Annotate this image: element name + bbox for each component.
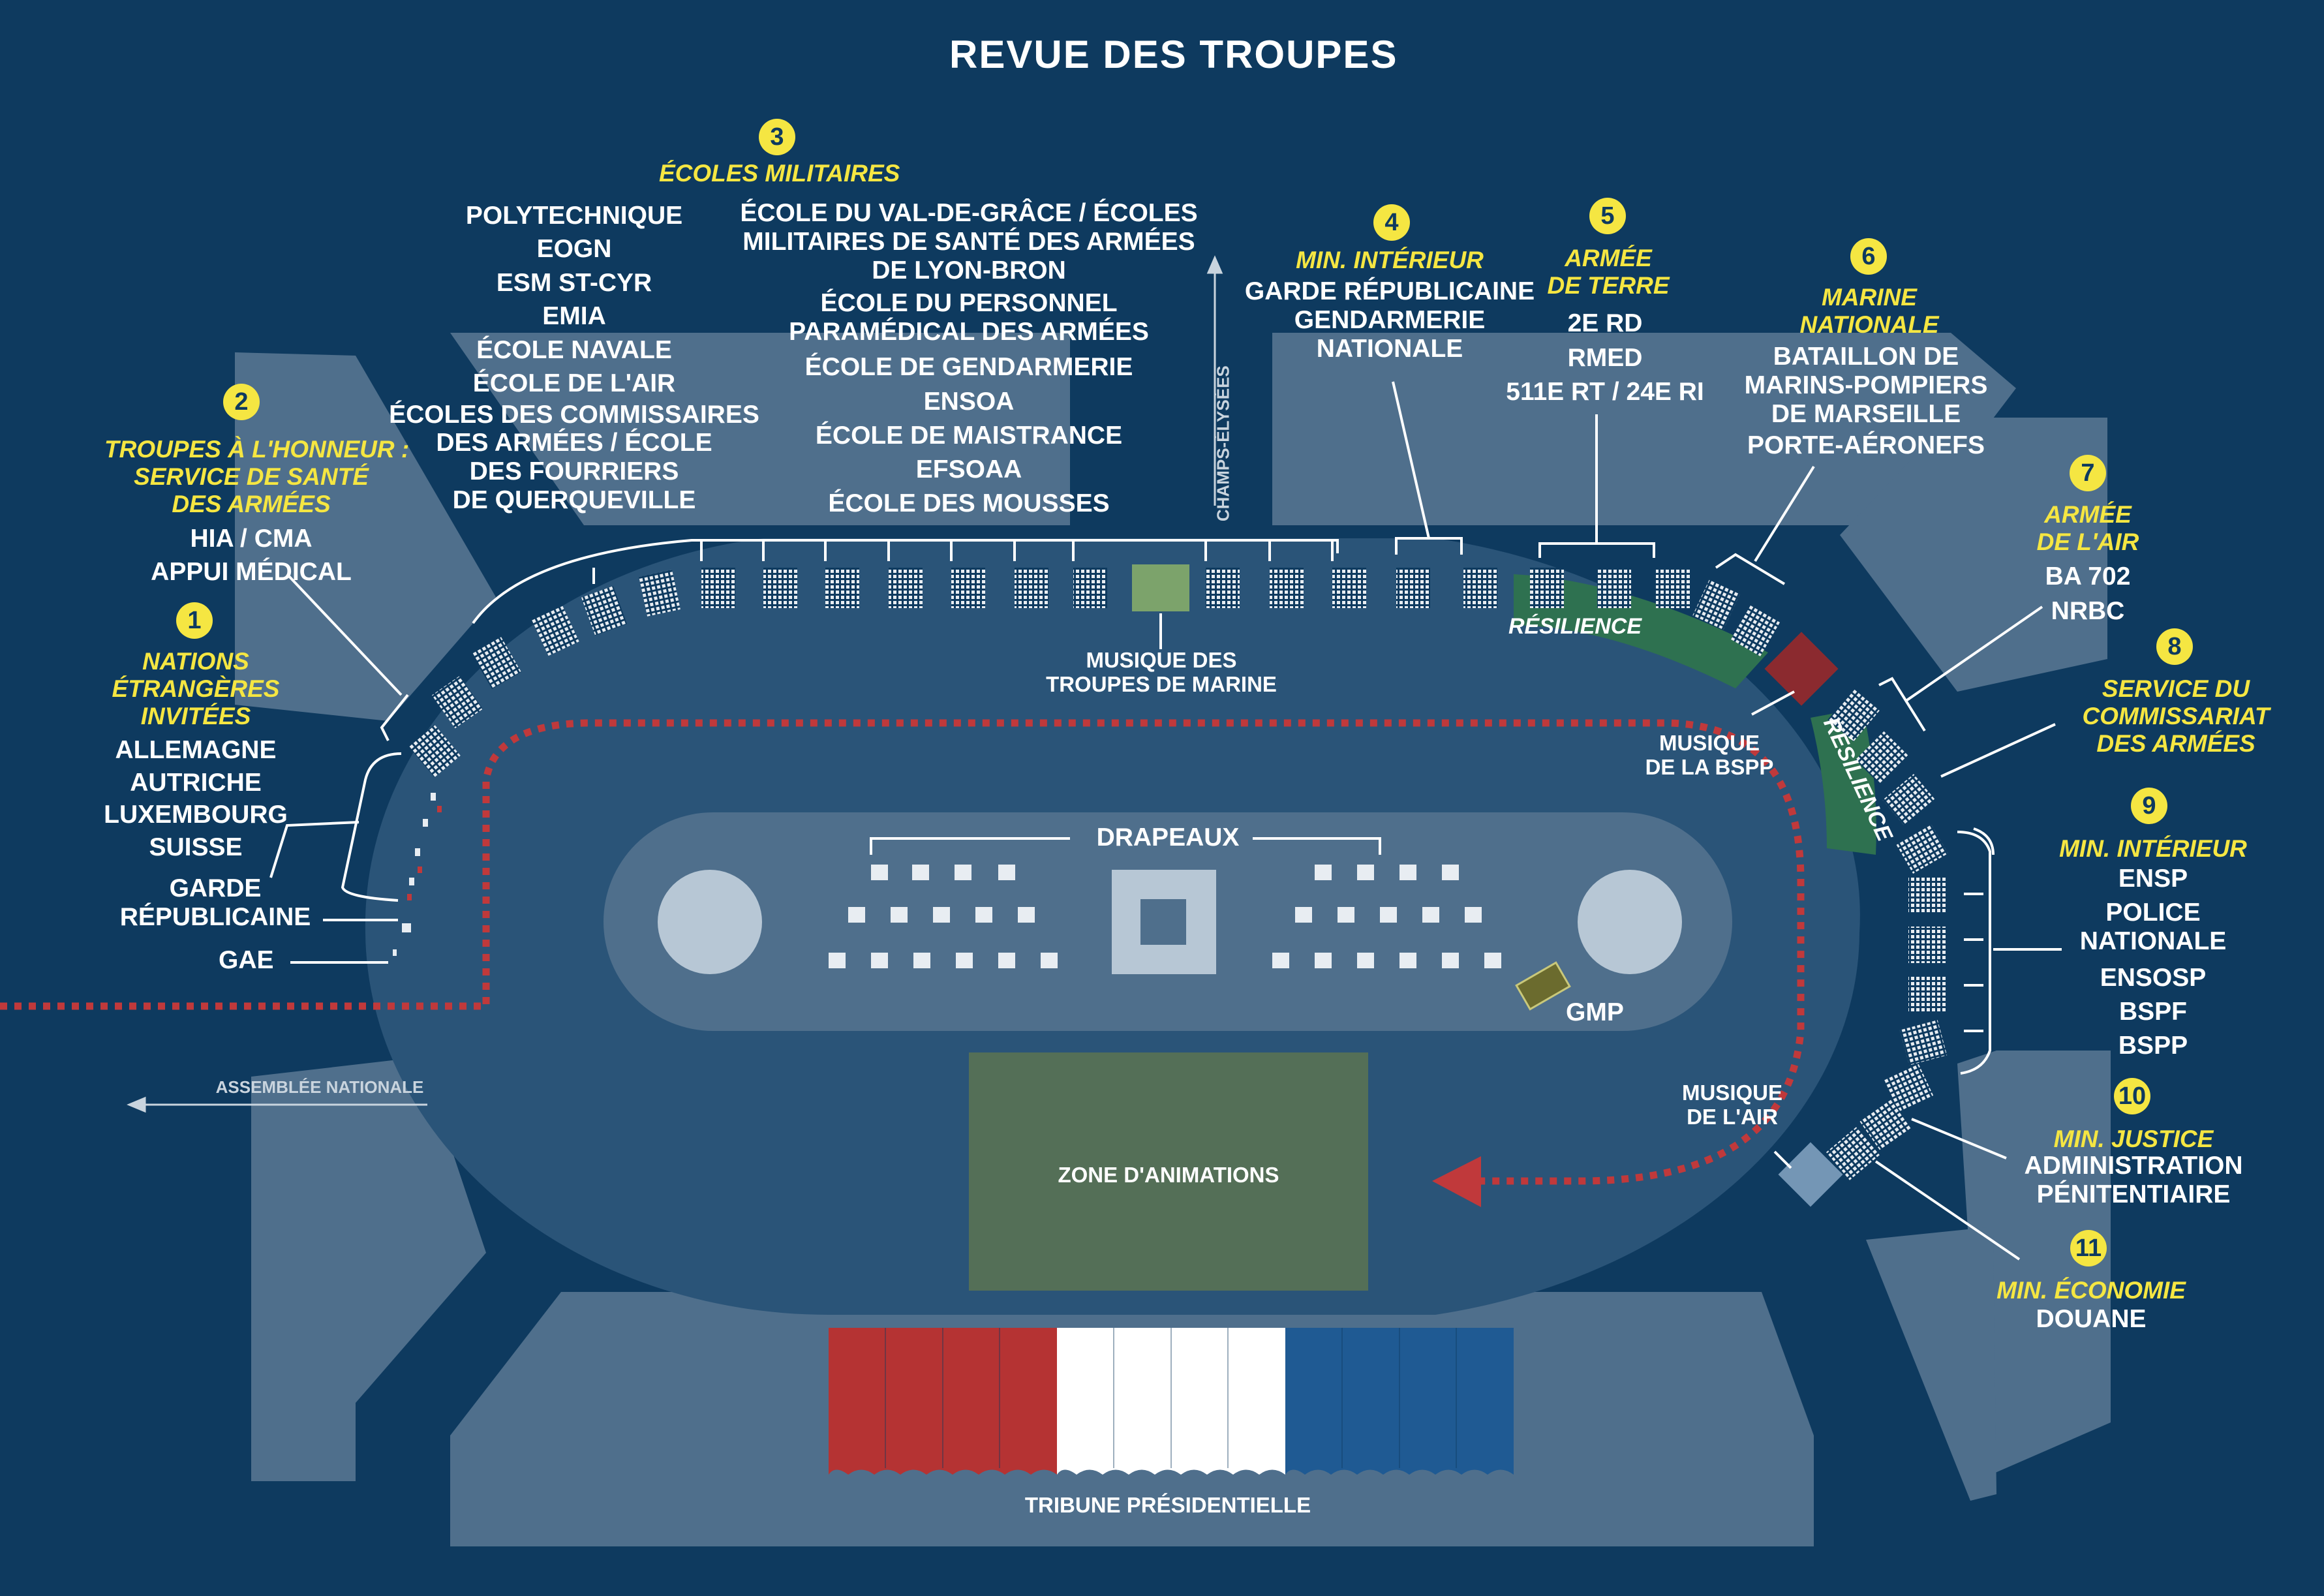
badge-group-8: 8 — [2156, 628, 2193, 665]
stand-right-lower-2 — [1866, 1227, 1996, 1501]
group-4-heading: MIN. INTÉRIEUR — [1296, 247, 1484, 273]
tribune-label: TRIBUNE PRÉSIDENTIELLE — [1024, 1493, 1311, 1517]
assemblee-nationale-label: ASSEMBLÉE NATIONALE — [215, 1077, 424, 1097]
group-3-heading: ÉCOLES MILITAIRES — [659, 160, 900, 187]
page-title: REVUE DES TROUPES — [949, 33, 1398, 76]
champs-elysees-label: CHAMPS-ÉLYSÉES — [1213, 365, 1233, 522]
foreign-delegations — [393, 793, 442, 956]
assemblee-arrow — [127, 1096, 427, 1113]
island-square-inner — [1140, 899, 1186, 945]
island-circle-left — [658, 870, 762, 974]
island-circle-right — [1578, 870, 1682, 974]
zone-animations-label: ZONE D'ANIMATIONS — [1058, 1163, 1279, 1187]
resilience-band-right — [1811, 708, 1876, 855]
badge-group-6: 6 — [1850, 238, 1887, 275]
leader-lines — [269, 381, 2062, 1261]
musique-bspp-marker — [1764, 632, 1839, 706]
parade-route-arrow — [1432, 1156, 1481, 1207]
group-11-units: DOUANE — [2036, 1305, 2147, 1333]
badge-group-9: 9 — [2131, 788, 2167, 824]
resilience-label-top: RÉSILIENCE — [1508, 614, 1642, 639]
champs-elysees-arrow — [1206, 255, 1223, 506]
tribune-flag — [829, 1328, 1514, 1475]
stand-top-left — [450, 333, 1070, 525]
stand-right-upper — [1840, 418, 2107, 692]
group-11-heading: MIN. ÉCONOMIE — [1996, 1277, 2186, 1304]
badge-group-10: 10 — [2114, 1078, 2150, 1114]
parade-route — [0, 719, 1805, 1185]
troop-blocks — [408, 568, 1948, 1180]
gmp-label: GMP — [1566, 998, 1624, 1026]
badge-group-3: 3 — [759, 119, 795, 155]
badge-group-11: 11 — [2070, 1230, 2107, 1266]
badge-group-2: 2 — [223, 384, 260, 420]
stand-right-lower — [1957, 1051, 2111, 1478]
stand-left-upper — [235, 352, 496, 721]
drapeaux-label: DRAPEAUX — [1096, 823, 1240, 852]
resilience-band-top — [1514, 574, 1768, 688]
badge-group-4: 4 — [1373, 204, 1410, 241]
gae-label: GAE — [219, 946, 274, 974]
gmp-vehicle — [1515, 961, 1571, 1011]
badge-group-1: 1 — [176, 602, 213, 639]
badge-group-7: 7 — [2070, 455, 2106, 491]
musique-air-marker — [1778, 1142, 1843, 1207]
stand-top-right — [1272, 333, 2016, 525]
stand-left-lower — [251, 1057, 486, 1481]
group-9-heading: MIN. INTÉRIEUR — [2059, 835, 2247, 862]
musique-troupes-marine-marker — [1132, 564, 1189, 611]
flag-bearers — [829, 865, 1501, 968]
group-10-heading: MIN. JUSTICE — [2053, 1126, 2214, 1152]
badge-group-5: 5 — [1589, 198, 1626, 234]
zone-animations-rect — [969, 1052, 1368, 1291]
